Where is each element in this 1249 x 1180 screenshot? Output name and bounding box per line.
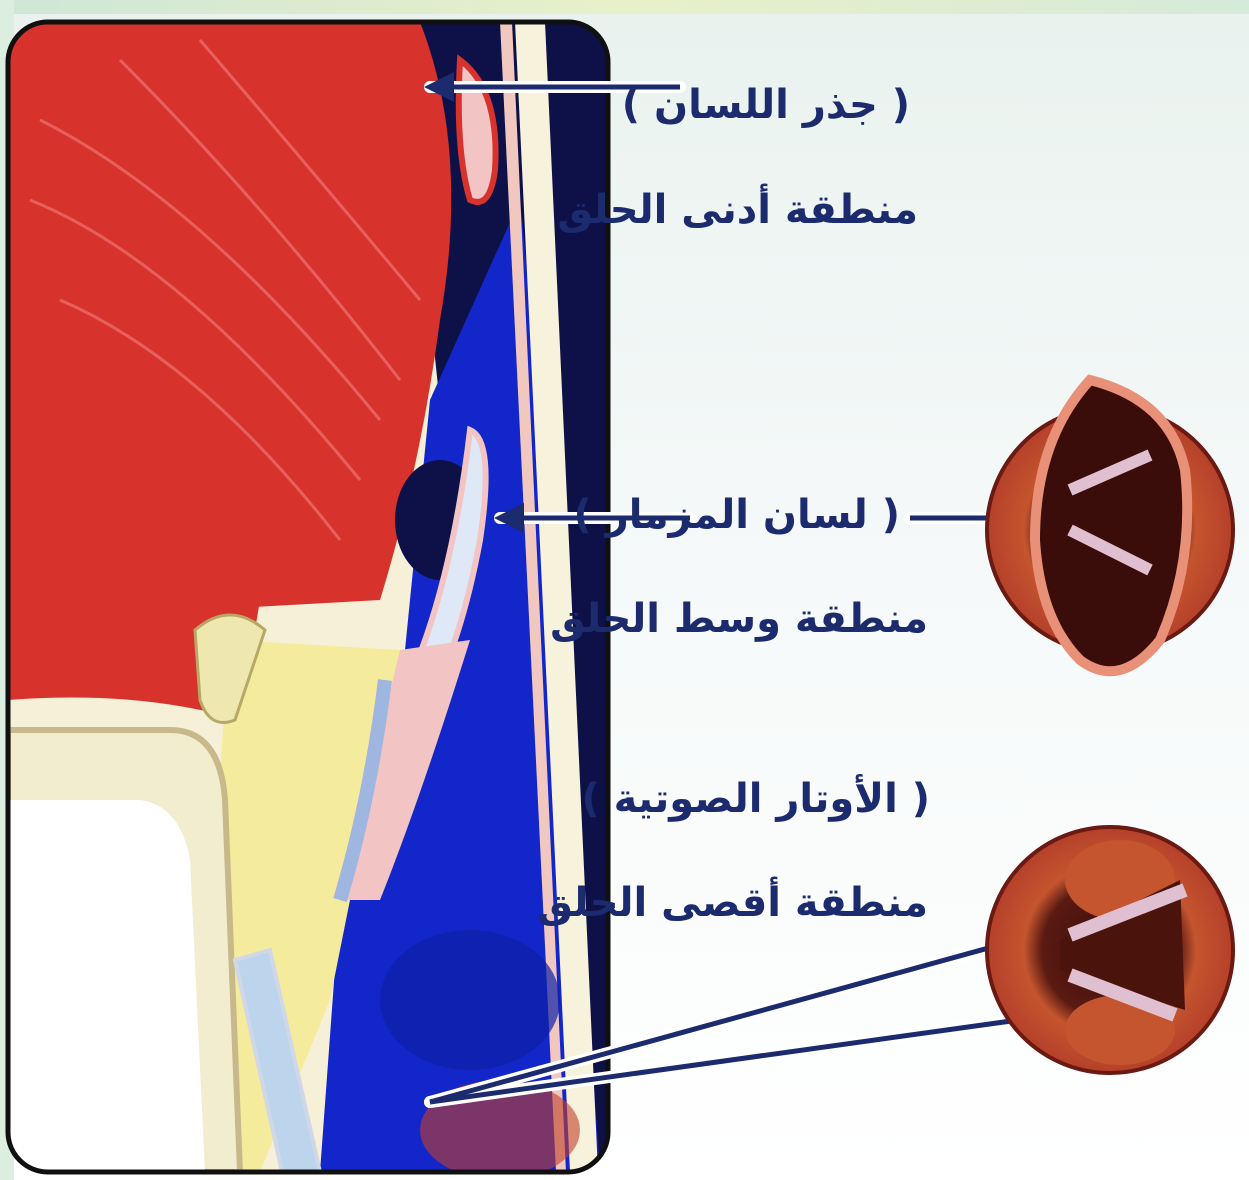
tongue-root-label: ( جذر اللسان ) — [700, 82, 910, 128]
vocal-cords-label: ( الأوتار الصوتية ) — [690, 776, 930, 822]
middle-region-label: منطقة وسط الحلق — [678, 596, 928, 642]
upper-region-label: منطقة أدنى الحلق — [678, 187, 918, 233]
epiglottis-label: ( لسان المزمار ) — [690, 492, 900, 538]
tongue-shape — [8, 22, 451, 640]
larynx-view-lower — [987, 827, 1233, 1073]
lower-region-label: منطقة أقصى الحلق — [678, 880, 928, 926]
cross-section-panel — [8, 22, 608, 1180]
larynx-view-upper — [987, 380, 1233, 671]
